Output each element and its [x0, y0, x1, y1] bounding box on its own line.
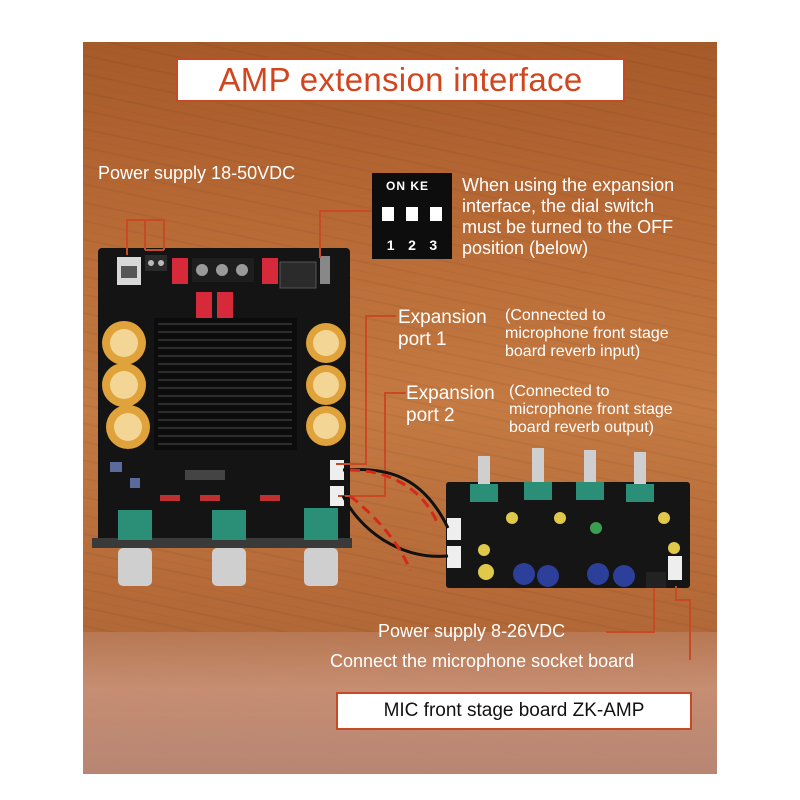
- dip-note-line: When using the expansion: [462, 175, 675, 195]
- dip-number-2: 2: [408, 237, 416, 253]
- dip-note-line: position (below): [462, 238, 589, 258]
- dip-switch-numbers: 1 2 3: [372, 237, 452, 253]
- dip-switch-2: [406, 207, 418, 221]
- mic-front-stage-board: [446, 448, 690, 588]
- dip-switch: ON KE 1 2 3: [372, 173, 452, 259]
- expansion-port-2-title: Expansion port 2: [406, 383, 495, 427]
- dip-number-3: 3: [429, 237, 438, 253]
- power-supply-main-label: Power supply 18-50VDC: [98, 163, 296, 183]
- page-title: AMP extension interface: [218, 61, 583, 98]
- dip-note-line: must be turned to the OFF: [462, 217, 674, 237]
- port2-note-line: board reverb output): [509, 419, 654, 436]
- expansion-port-1-title: Expansion port 1: [398, 307, 487, 351]
- port2-title-line: port 2: [406, 405, 455, 426]
- port2-title-line: Expansion: [406, 383, 495, 404]
- title-box: AMP extension interface: [176, 58, 625, 102]
- port1-title-line: port 1: [398, 329, 447, 350]
- power-supply-mic-label: Power supply 8-26VDC: [378, 621, 566, 641]
- dip-switch-header: ON KE: [386, 179, 430, 193]
- expansion-port-2-note: (Connected to microphone front stage boa…: [509, 383, 673, 437]
- dip-switch-3: [430, 207, 442, 221]
- port1-note-line: microphone front stage: [505, 325, 669, 342]
- dip-note-line: interface, the dial switch: [462, 196, 655, 216]
- cables: [341, 468, 450, 571]
- callout-lines: [126, 210, 691, 660]
- dip-number-1: 1: [386, 237, 395, 253]
- port2-note-line: microphone front stage: [509, 401, 673, 418]
- connect-socket-label: Connect the microphone socket board: [330, 651, 635, 671]
- amplifier-board: [92, 248, 352, 586]
- mic-board-name: MIC front stage board ZK-AMP: [383, 700, 645, 721]
- port1-note-line: (Connected to: [505, 307, 606, 324]
- port1-title-line: Expansion: [398, 307, 487, 328]
- wood-background: [83, 42, 717, 774]
- mic-board-name-box: MIC front stage board ZK-AMP: [336, 692, 692, 730]
- dip-note: When using the expansion interface, the …: [462, 175, 674, 259]
- dip-switch-1: [382, 207, 394, 221]
- expansion-port-1-note: (Connected to microphone front stage boa…: [505, 307, 669, 361]
- port1-note-line: board reverb input): [505, 343, 641, 360]
- port2-note-line: (Connected to: [509, 383, 610, 400]
